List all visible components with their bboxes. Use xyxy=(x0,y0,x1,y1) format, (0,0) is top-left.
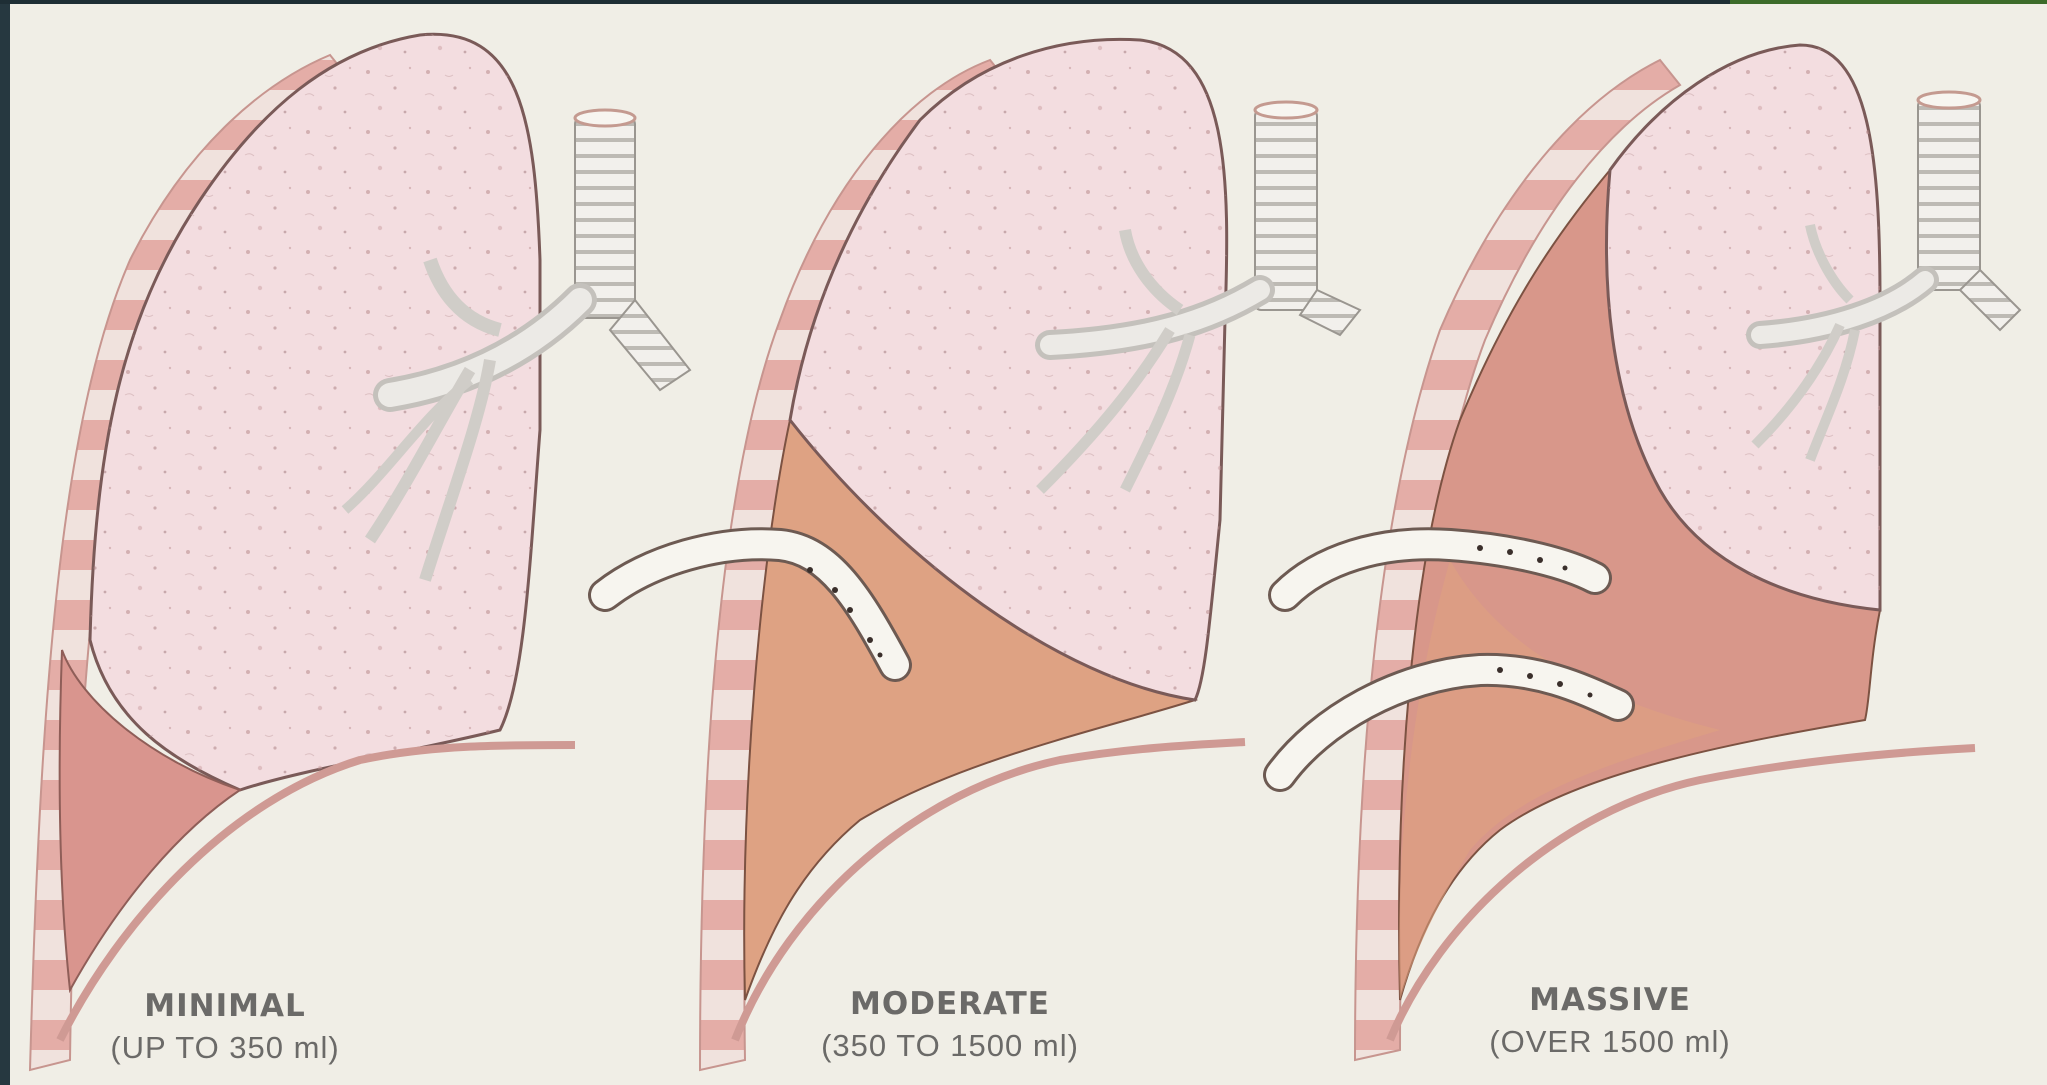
caption-minimal: MINIMAL (UP TO 350 ml) xyxy=(60,988,390,1066)
caption-volume: (350 TO 1500 ml) xyxy=(770,1028,1130,1064)
caption-massive: MASSIVE (OVER 1500 ml) xyxy=(1420,982,1800,1060)
caption-title: MASSIVE xyxy=(1420,982,1800,1018)
caption-title: MINIMAL xyxy=(60,988,390,1024)
caption-volume: (UP TO 350 ml) xyxy=(60,1030,390,1066)
caption-title: MODERATE xyxy=(770,986,1130,1022)
caption-moderate: MODERATE (350 TO 1500 ml) xyxy=(770,986,1130,1064)
caption-volume: (OVER 1500 ml) xyxy=(1420,1024,1800,1060)
